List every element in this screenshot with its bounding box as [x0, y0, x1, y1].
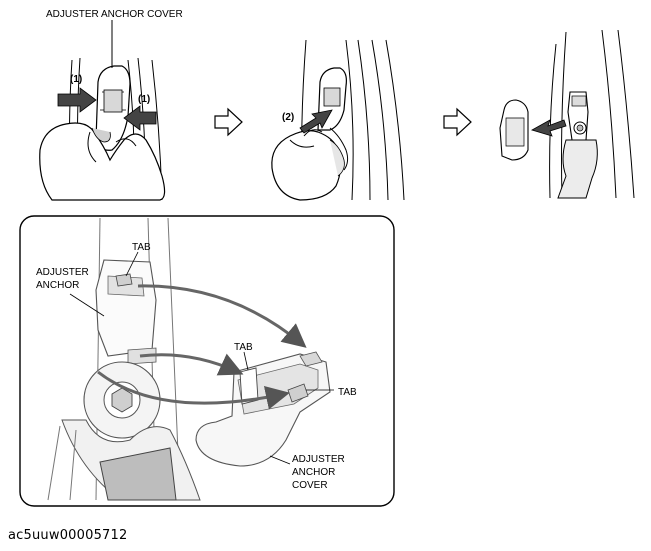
pillar-trim-lines-3	[549, 29, 635, 199]
detail-arrow-top	[137, 284, 307, 348]
detail-bolt-plate	[83, 361, 161, 439]
detail-arrow-middle	[139, 353, 244, 376]
remove-arrow	[530, 119, 567, 137]
label-tab-top: TAB	[132, 242, 151, 253]
label-adjuster-anchor-cover-top: ADJUSTER ANCHOR COVER	[46, 9, 183, 20]
detail-belt-strap	[99, 447, 177, 501]
panel-step-1	[39, 20, 166, 201]
label-adjuster-anchor-1: ADJUSTER	[36, 267, 89, 278]
panel-step-2	[271, 39, 405, 201]
push-arrow-right	[123, 105, 157, 131]
pull-arrow	[299, 109, 333, 134]
label-step1-right: (1)	[138, 94, 150, 105]
detail-tab-top	[115, 273, 133, 287]
detail-arrow-bottom	[97, 370, 290, 410]
detail-box	[19, 215, 395, 507]
step-arrow-2	[443, 107, 472, 137]
step-arrow-1	[214, 107, 243, 137]
label-cover-2: ANCHOR	[292, 467, 335, 478]
label-tab-middle: TAB	[234, 342, 253, 353]
label-adjuster-anchor-2: ANCHOR	[36, 280, 79, 291]
label-tab-right: TAB	[338, 387, 357, 398]
label-step1-left: (1)	[70, 74, 82, 85]
panel-step-3	[499, 29, 635, 199]
detail-leader-lines	[69, 251, 334, 465]
label-step2: (2)	[282, 112, 294, 123]
figure-code: ac5uuw00005712	[8, 528, 128, 543]
label-cover-1: ADJUSTER	[292, 454, 345, 465]
push-arrow-left	[57, 87, 97, 113]
belt-webbing	[557, 139, 598, 199]
detail-tab-right	[287, 383, 309, 403]
label-cover-3: COVER	[292, 480, 328, 491]
